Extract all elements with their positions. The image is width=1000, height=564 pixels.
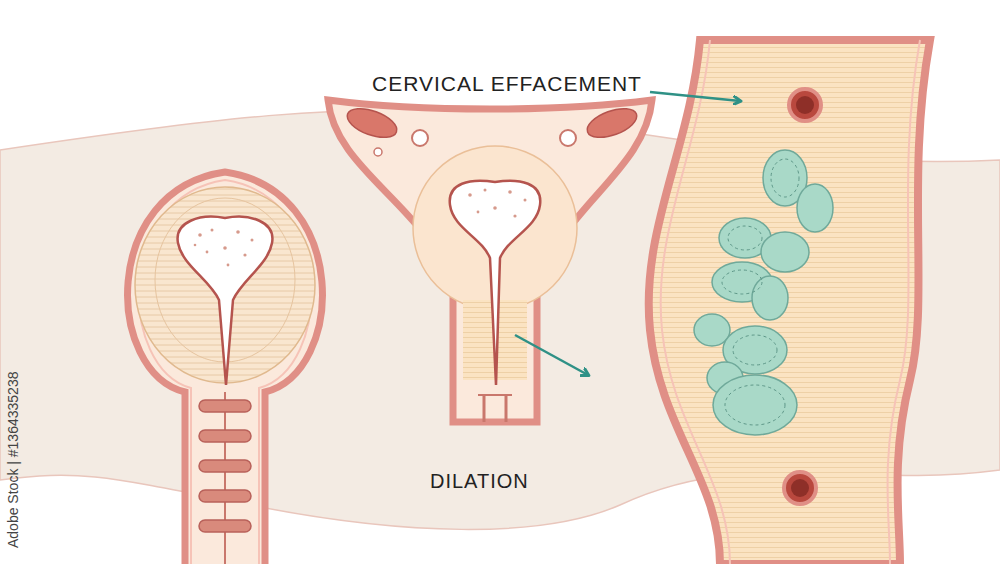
heading-label: CERVICAL EFFACEMENT [372, 72, 642, 95]
leader-arrow [650, 92, 740, 101]
cervix-closed [128, 172, 323, 564]
leader-arrow [515, 335, 588, 375]
dilated-canal [649, 40, 930, 564]
cervix-effacing [328, 100, 652, 422]
heading-label: DILATION [430, 470, 529, 492]
watermark: Adobe Stock | #1364335238 [6, 372, 21, 548]
